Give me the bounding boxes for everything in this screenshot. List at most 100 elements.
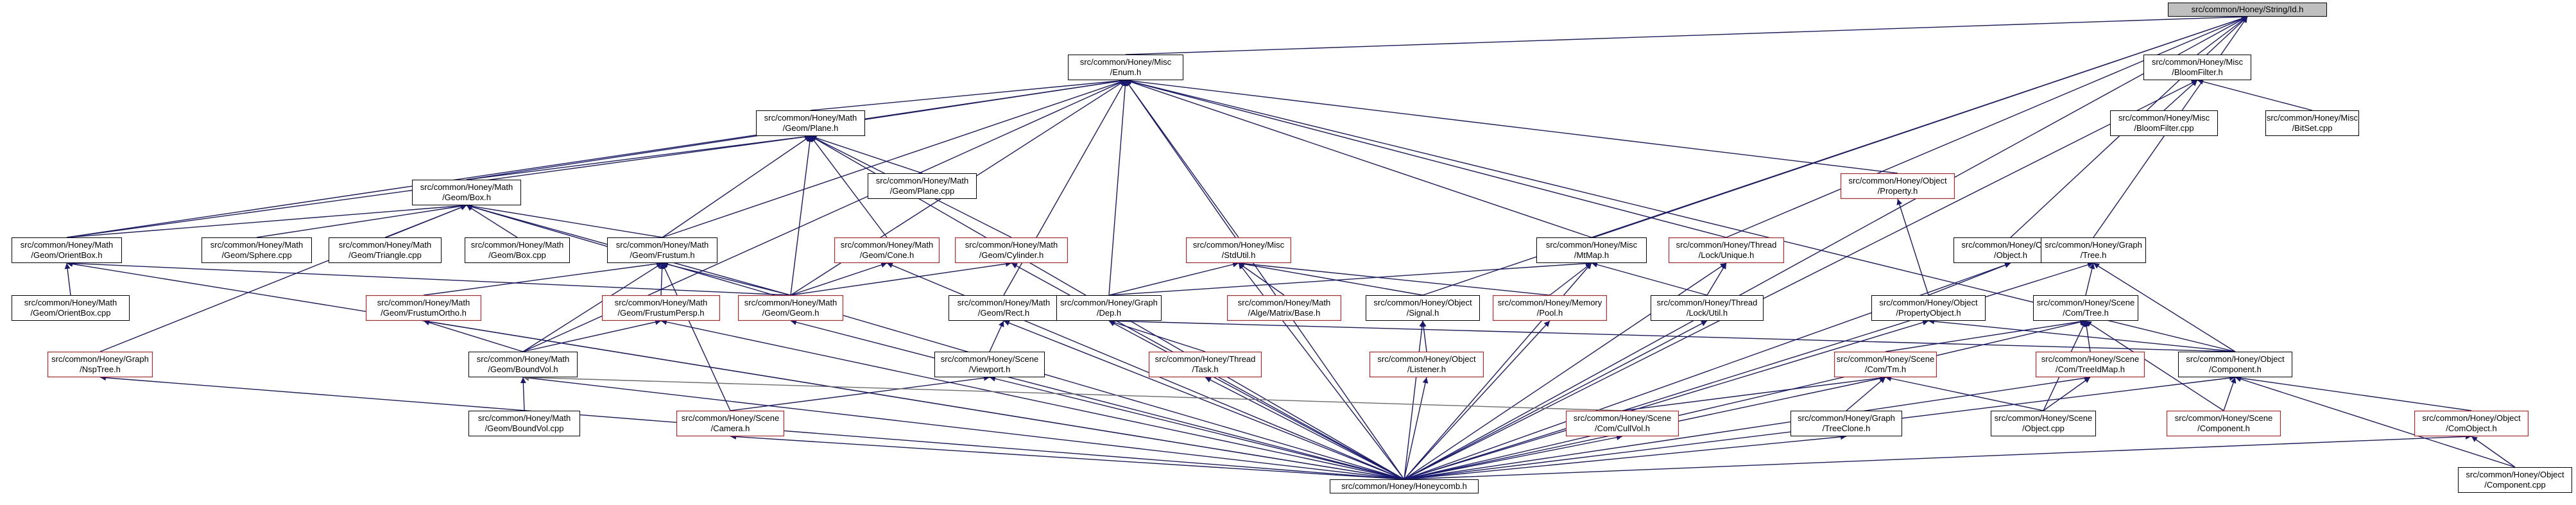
graph-node-rect[interactable]: src/common/Honey/Math/Geom/Rect.h	[949, 295, 1059, 321]
graph-node-sphere[interactable]: src/common/Honey/Math/Geom/Sphere.cpp	[202, 237, 312, 263]
graph-node-enum[interactable]: src/common/Honey/Misc/Enum.h	[1068, 55, 1183, 80]
graph-node-viewport[interactable]: src/common/Honey/Scene/Viewport.h	[934, 352, 1045, 377]
graph-edge-honeycomb-to-lockutil	[1404, 320, 1708, 480]
graph-edge-component-to-dep	[1108, 318, 2236, 352]
graph-node-treeclone[interactable]: src/common/Honey/Graph/TreeClone.h	[1790, 411, 1902, 436]
graph-node-boundvol[interactable]: src/common/Honey/Math/Geom/BoundVol.h	[468, 352, 578, 377]
graph-edge-sceneobj-to-comtm	[1885, 375, 2044, 411]
graph-node-label: /MtMap.h	[1574, 250, 1610, 260]
graph-node-scenecomp[interactable]: src/common/Honey/Scene/Component.h	[2167, 411, 2281, 436]
graph-node-algebase[interactable]: src/common/Honey/Math/Alge/Matrix/Base.h	[1227, 295, 1341, 321]
graph-node-label: src/common/Honey/Math	[764, 113, 857, 123]
graph-node-label: /Geom/Geom.h	[762, 308, 820, 318]
graph-node-root[interactable]: src/common/Honey/String/Id.h	[2168, 3, 2327, 17]
graph-edge-enum-to-root	[1125, 13, 2248, 55]
graph-node-comtree[interactable]: src/common/Honey/Scene/Com/Tree.h	[2033, 295, 2138, 321]
graph-node-comtm[interactable]: src/common/Honey/Scene/Com/Tm.h	[1834, 352, 1937, 377]
graph-node-bitset[interactable]: src/common/Honey/Misc/BitSet.cpp	[2265, 110, 2359, 136]
graph-edge-orientbox-to-box	[66, 203, 467, 238]
graph-edge-honeycomb-to-root	[1404, 16, 2248, 480]
graph-node-componentcpp[interactable]: src/common/Honey/Object/Component.cpp	[2458, 467, 2572, 493]
graph-node-label: /Component.h	[2197, 424, 2250, 433]
graph-node-boxcpp[interactable]: src/common/Honey/Math/Geom/Box.cpp	[465, 237, 570, 263]
graph-edge-boundvol-to-frustumortho	[423, 320, 524, 352]
graph-edge-geom-to-plane	[790, 135, 813, 296]
graph-node-label: src/common/Honey/Misc	[1192, 240, 1285, 250]
graph-node-plane[interactable]: src/common/Honey/Math/Geom/Plane.h	[756, 110, 865, 136]
graph-node-pool[interactable]: src/common/Honey/Memory/Pool.h	[1493, 295, 1607, 321]
graph-node-property[interactable]: src/common/Honey/Object/Property.h	[1841, 173, 1955, 199]
graph-node-orientboxcpp[interactable]: src/common/Honey/Math/Geom/OrientBox.cpp	[12, 295, 130, 321]
graph-node-unique[interactable]: src/common/Honey/Thread/Lock/Unique.h	[1669, 237, 1784, 263]
graph-node-frustumpersp[interactable]: src/common/Honey/Math/Geom/FrustumPersp.…	[602, 295, 720, 321]
graph-edge-component-to-propobj	[1928, 318, 2236, 352]
graph-node-dep[interactable]: src/common/Honey/Graph/Dep.h	[1056, 295, 1162, 321]
graph-node-label: /Geom/Triangle.cpp	[348, 250, 422, 260]
graph-node-propobj[interactable]: src/common/Honey/Object/PropertyObject.h	[1871, 295, 1986, 321]
graph-node-label: /Geom/Plane.cpp	[889, 186, 955, 196]
graph-node-label: src/common/Honey/Misc	[1079, 57, 1172, 67]
graph-node-bloomcpp[interactable]: src/common/Honey/Misc/BloomFilter.cpp	[2110, 110, 2218, 136]
graph-edge-plane-to-enum	[810, 78, 1126, 111]
graph-node-label: src/common/Honey/Misc	[2118, 113, 2210, 123]
graph-edge-viewport-to-rect	[989, 320, 1004, 352]
graph-node-boundvolcpp[interactable]: src/common/Honey/Math/Geom/BoundVol.cpp	[468, 411, 580, 436]
graph-node-label: /Geom/Sphere.cpp	[221, 250, 292, 260]
graph-edge-property-to-enum	[1125, 78, 1898, 174]
graph-edge-component-to-tree	[2093, 262, 2236, 352]
graph-node-comobject[interactable]: src/common/Honey/Object/ComObject.h	[2414, 411, 2529, 436]
graph-node-label: src/common/Honey/Math	[20, 240, 114, 250]
graph-node-lockutil[interactable]: src/common/Honey/Thread/Lock/Util.h	[1651, 295, 1764, 321]
graph-node-task[interactable]: src/common/Honey/Thread/Task.h	[1149, 352, 1262, 377]
graph-node-label: src/common/Honey/Object	[2422, 413, 2521, 423]
graph-node-box[interactable]: src/common/Honey/Math/Geom/Box.h	[412, 180, 521, 205]
graph-node-nsptree[interactable]: src/common/Honey/Graph/NspTree.h	[47, 352, 153, 377]
graph-node-honeycomb[interactable]: src/common/Honey/Honeycomb.h	[1330, 479, 1479, 493]
graph-node-component[interactable]: src/common/Honey/Object/Component.h	[2178, 352, 2292, 377]
graph-node-label: /Geom/FrustumPersp.h	[617, 308, 705, 318]
graph-node-geom[interactable]: src/common/Honey/Math/Geom/Geom.h	[738, 295, 843, 321]
graph-node-label: src/common/Honey/Scene	[1573, 413, 1672, 423]
graph-node-camera[interactable]: src/common/Honey/Scene/Camera.h	[676, 411, 784, 436]
graph-node-cylinder[interactable]: src/common/Honey/Math/Geom/Cylinder.h	[955, 237, 1068, 263]
graph-node-label: src/common/Honey/Math	[840, 240, 934, 250]
graph-node-label: src/common/Honey/Object	[1848, 176, 1947, 185]
graph-node-cone[interactable]: src/common/Honey/Math/Geom/Cone.h	[834, 237, 940, 263]
graph-node-label: /Listener.h	[1407, 364, 1446, 374]
graph-node-frustumortho[interactable]: src/common/Honey/Math/Geom/FrustumOrtho.…	[366, 295, 481, 321]
graph-node-label: /Geom/Box.h	[442, 193, 491, 202]
graph-node-tree[interactable]: src/common/Honey/Graph/Tree.h	[2041, 237, 2146, 263]
graph-node-label: /Component.cpp	[2484, 480, 2546, 490]
graph-node-label: /Lock/Unique.h	[1698, 250, 1755, 260]
graph-edge-orientbox-to-enum	[66, 78, 1126, 238]
graph-edge-mtmap-to-enum	[1125, 79, 1592, 238]
graph-node-stdutil[interactable]: src/common/Honey/Misc/StdUtil.h	[1186, 237, 1291, 263]
graph-edge-propobj-to-property	[1896, 198, 1929, 296]
graph-node-label: src/common/Honey/Thread	[1676, 240, 1777, 250]
graph-node-frustum[interactable]: src/common/Honey/Math/Geom/Frustum.h	[607, 237, 717, 263]
graph-edge-honeycomb-to-rect	[1003, 320, 1405, 480]
graph-node-bloomh[interactable]: src/common/Honey/Misc/BloomFilter.h	[2143, 55, 2251, 80]
graph-edge-geom-to-frustum	[662, 261, 791, 296]
graph-node-mtmap[interactable]: src/common/Honey/Misc/MtMap.h	[1536, 237, 1647, 263]
graph-node-planecpp[interactable]: src/common/Honey/Math/Geom/Plane.cpp	[868, 173, 977, 199]
graph-node-label: /PropertyObject.h	[1896, 308, 1961, 318]
graph-node-label: src/common/Honey/Scene	[940, 354, 1039, 364]
graph-node-signal[interactable]: src/common/Honey/Object/Signal.h	[1366, 295, 1480, 321]
graph-edge-componentcpp-to-component	[2235, 376, 2516, 468]
graph-node-label: src/common/Honey/String/Id.h	[2191, 4, 2304, 14]
graph-node-label: src/common/Honey/Misc	[2266, 113, 2358, 123]
graph-node-cullvol[interactable]: src/common/Honey/Scene/Com/CullVol.h	[1566, 411, 1679, 436]
graph-node-listener[interactable]: src/common/Honey/Object/Listener.h	[1370, 352, 1484, 377]
graph-edge-pool-to-stdutil	[1238, 261, 1550, 296]
graph-node-label: /Geom/Cylinder.h	[979, 250, 1044, 260]
graph-edge-scenecomp-to-comtree	[2085, 320, 2224, 411]
graph-node-label: src/common/Honey/Graph	[1060, 298, 1158, 307]
graph-node-label: src/common/Honey/Math	[744, 298, 837, 307]
graph-node-orientbox[interactable]: src/common/Honey/Math/Geom/OrientBox.h	[12, 237, 122, 263]
graph-node-sceneobj[interactable]: src/common/Honey/Scene/Object.cpp	[1991, 411, 2096, 436]
graph-node-treeidmap[interactable]: src/common/Honey/Scene/Com/TreeIdMap.h	[2036, 352, 2145, 377]
graph-edge-honeycomb-to-pool	[1404, 320, 1550, 480]
graph-node-label: /Geom/OrientBox.h	[31, 250, 103, 260]
graph-node-triangle[interactable]: src/common/Honey/Math/Geom/Triangle.cpp	[329, 237, 442, 263]
